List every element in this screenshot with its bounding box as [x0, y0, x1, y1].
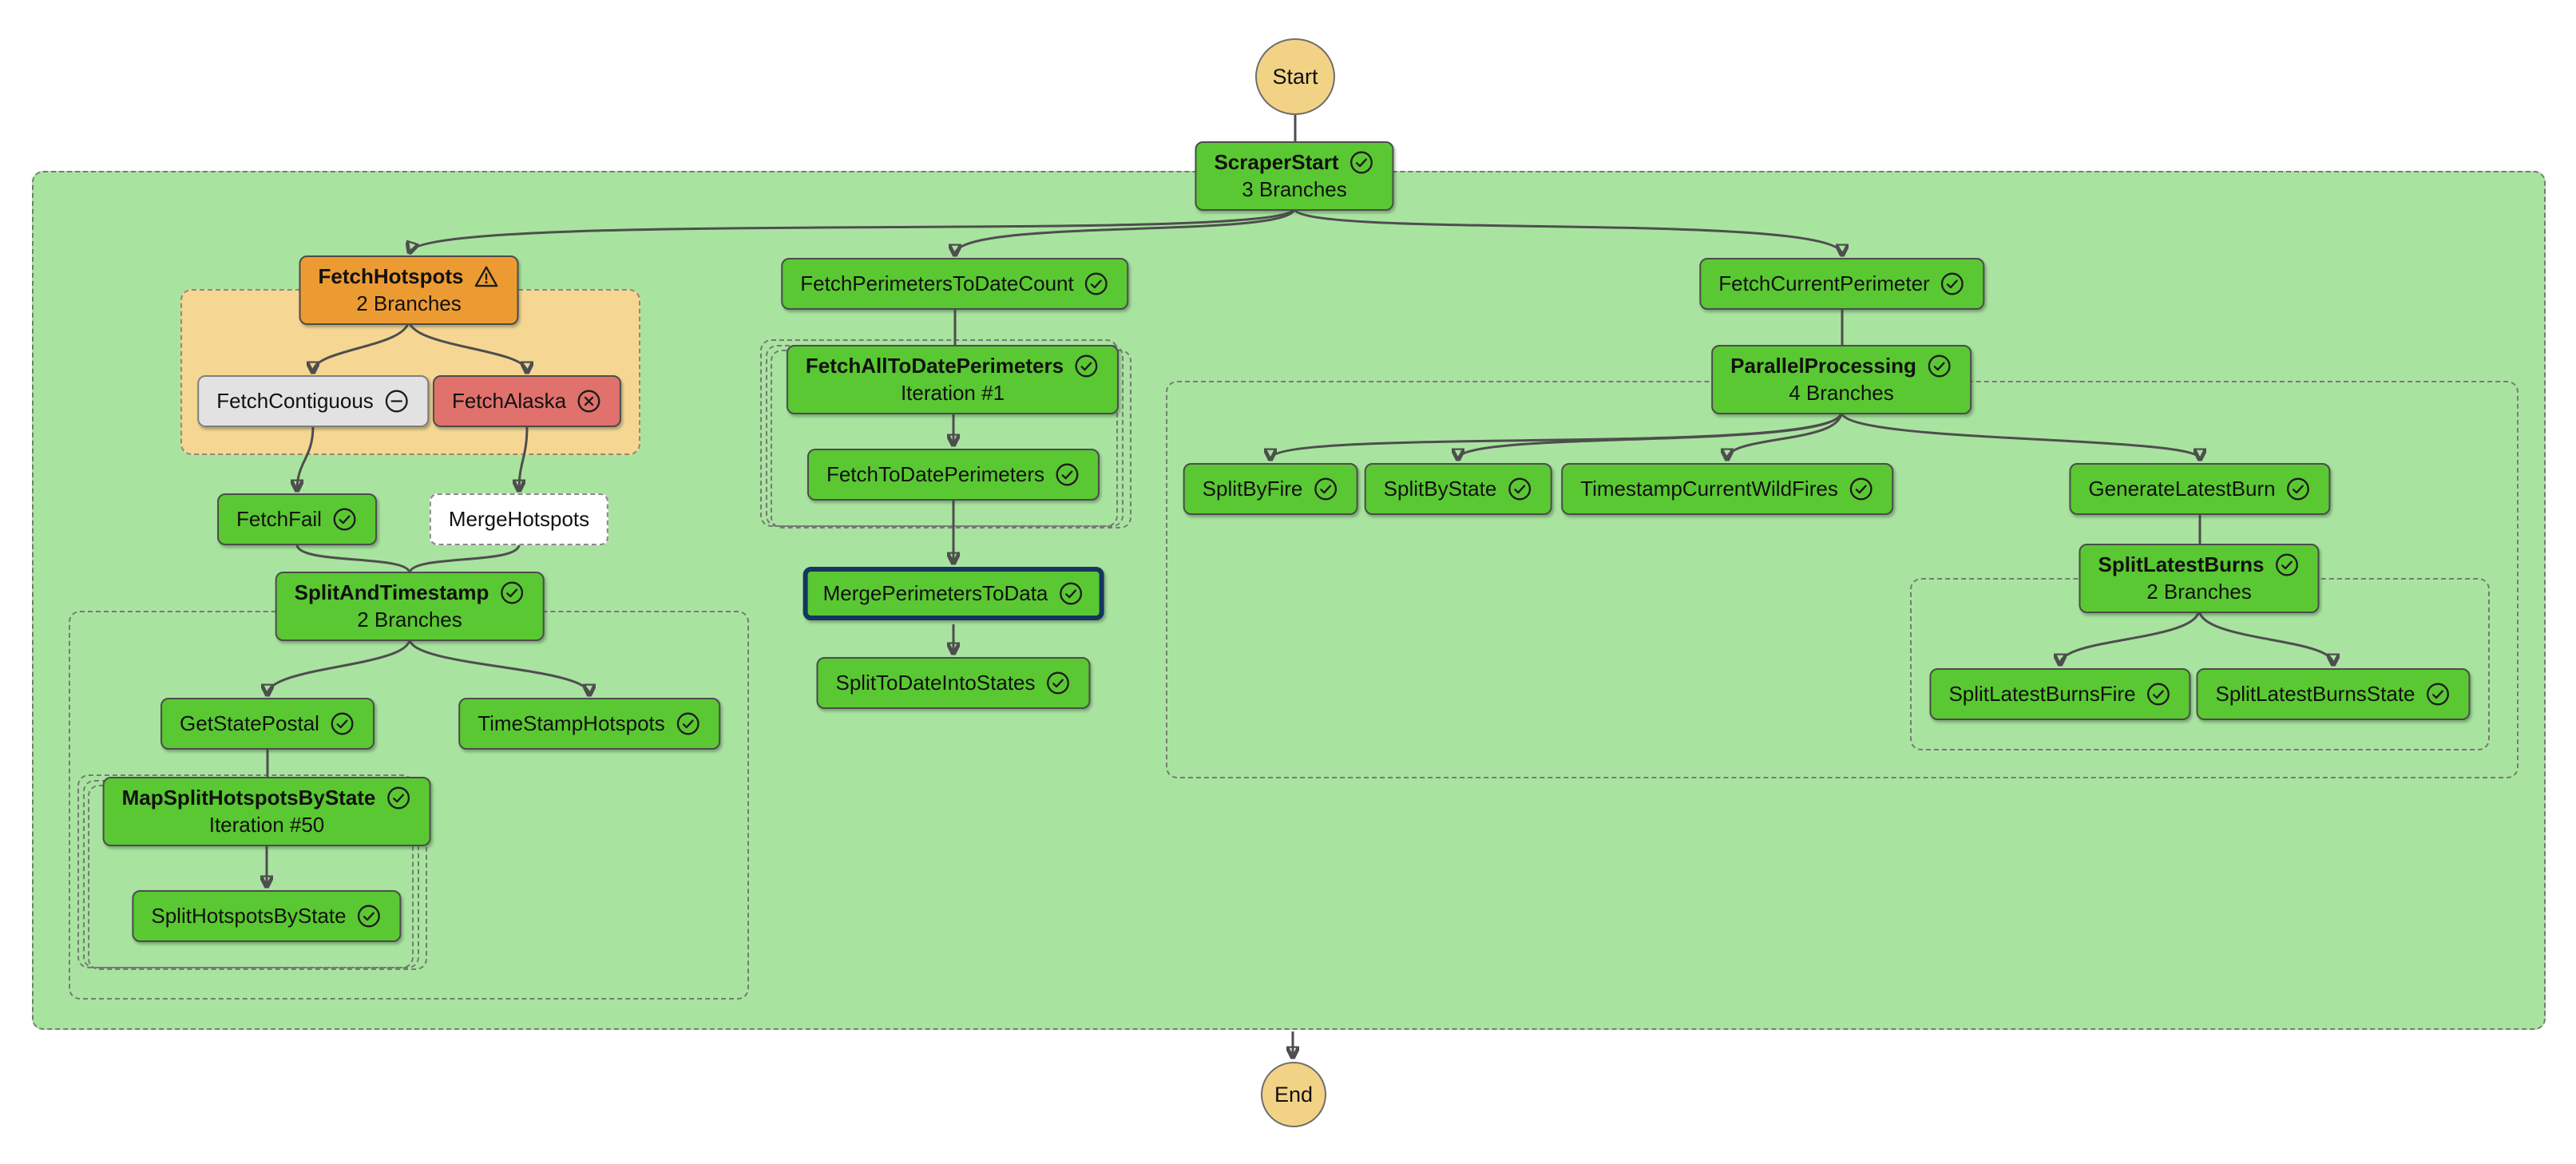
node-getstatepostal[interactable]: GetStatePostal: [161, 698, 375, 750]
node-label: SplitByState: [1383, 477, 1497, 501]
node-label: FetchFail: [236, 507, 322, 531]
node-label: FetchHotspots: [318, 264, 464, 288]
minus-circle-icon: [383, 388, 410, 414]
node-subtitle: 2 Branches: [2146, 580, 2252, 604]
node-generatelatestburn[interactable]: GenerateLatestBurn: [2069, 463, 2331, 515]
check-circle-icon: [2146, 681, 2172, 707]
check-circle-icon: [1349, 149, 1375, 176]
node-label: SplitLatestBurnsFire: [1948, 682, 2136, 706]
node-label: FetchPerimetersToDateCount: [800, 271, 1074, 295]
node-label: MergeHotspots: [448, 507, 590, 531]
node-subtitle: 3 Branches: [1242, 177, 1347, 201]
node-fetchalaska[interactable]: FetchAlaska: [432, 375, 622, 427]
check-circle-icon: [675, 711, 701, 737]
check-circle-icon: [1506, 476, 1532, 502]
node-label: FetchAlaska: [451, 389, 567, 413]
check-circle-icon: [1045, 670, 1072, 696]
check-circle-icon: [498, 580, 525, 606]
node-label: TimestampCurrentWildFires: [1580, 477, 1838, 501]
node-label: ParallelProcessing: [1730, 354, 1916, 378]
node-label: MergePerimetersToData: [822, 581, 1048, 605]
node-label: ScraperStart: [1214, 150, 1339, 174]
node-label: GenerateLatestBurn: [2088, 477, 2276, 501]
node-label: FetchAllToDatePerimeters: [805, 354, 1064, 378]
check-circle-icon: [2425, 681, 2451, 707]
node-label: MapSplitHotspotsByState: [121, 786, 376, 810]
node-mergehotspots[interactable]: MergeHotspots: [429, 493, 609, 545]
node-subtitle: 4 Branches: [1789, 381, 1894, 405]
node-splitlatestburnsstate[interactable]: SplitLatestBurnsState: [2196, 668, 2471, 720]
node-label: TimeStampHotspots: [478, 711, 665, 735]
check-circle-icon: [2274, 552, 2301, 578]
node-timestamphotspots[interactable]: TimeStampHotspots: [458, 698, 720, 750]
node-label: SplitLatestBurnsState: [2215, 682, 2415, 706]
node-splitbyfire[interactable]: SplitByFire: [1183, 463, 1358, 515]
node-label: FetchToDatePerimeters: [826, 462, 1045, 486]
node-fetchhotspots[interactable]: FetchHotspots 2 Branches: [299, 255, 519, 325]
node-subtitle: 2 Branches: [356, 291, 462, 315]
check-circle-icon: [2285, 476, 2312, 502]
node-label: SplitByFire: [1202, 477, 1303, 501]
node-subtitle: Iteration #1: [900, 381, 1005, 405]
check-circle-icon: [385, 785, 411, 811]
node-splitlatestburnsfire[interactable]: SplitLatestBurnsFire: [1929, 668, 2191, 720]
check-circle-icon: [1848, 476, 1874, 502]
node-fetchcontiguous[interactable]: FetchContiguous: [197, 375, 429, 427]
end-terminal: End: [1261, 1062, 1326, 1127]
warning-triangle-icon: [474, 263, 500, 290]
node-splitandtimestamp[interactable]: SplitAndTimestamp 2 Branches: [275, 572, 545, 641]
node-fetchalltodateperimeters[interactable]: FetchAllToDatePerimeters Iteration #1: [786, 345, 1120, 414]
x-circle-icon: [576, 388, 602, 414]
node-label: GetStatePostal: [180, 711, 319, 735]
check-circle-icon: [1926, 353, 1952, 379]
check-circle-icon: [356, 903, 382, 929]
node-fetchcurrentperimeter[interactable]: FetchCurrentPerimeter: [1699, 258, 1985, 310]
node-scraperstart[interactable]: ScraperStart 3 Branches: [1195, 141, 1394, 211]
node-label: SplitLatestBurns: [2098, 552, 2265, 576]
end-label: End: [1274, 1082, 1314, 1107]
node-label: SplitToDateIntoStates: [835, 671, 1036, 695]
start-terminal: Start: [1255, 38, 1335, 115]
node-timestampcurrentwildfires[interactable]: TimestampCurrentWildFires: [1561, 463, 1893, 515]
node-splithotspotsbystate[interactable]: SplitHotspotsByState: [132, 890, 402, 942]
node-label: SplitAndTimestamp: [294, 580, 489, 604]
node-fetchfail[interactable]: FetchFail: [217, 493, 377, 545]
check-circle-icon: [1054, 461, 1080, 488]
node-label: FetchContiguous: [216, 389, 374, 413]
node-mergeperimeterstodata[interactable]: MergePerimetersToData: [803, 567, 1104, 620]
node-label: SplitHotspotsByState: [151, 904, 347, 928]
node-fetchperimeterstodatecount[interactable]: FetchPerimetersToDateCount: [781, 258, 1129, 310]
node-subtitle: 2 Branches: [357, 608, 462, 631]
check-circle-icon: [1073, 353, 1100, 379]
node-mapsplithotspotsbystate[interactable]: MapSplitHotspotsByState Iteration #50: [102, 777, 431, 846]
check-circle-icon: [329, 711, 355, 737]
check-circle-icon: [1312, 476, 1338, 502]
node-parallelprocessing[interactable]: ParallelProcessing 4 Branches: [1711, 345, 1972, 414]
node-splitlatestburns[interactable]: SplitLatestBurns 2 Branches: [2079, 544, 2320, 613]
check-circle-icon: [1084, 271, 1110, 297]
node-splitbystate[interactable]: SplitByState: [1364, 463, 1552, 515]
start-label: Start: [1272, 64, 1318, 89]
node-splittodateintostates[interactable]: SplitToDateIntoStates: [816, 657, 1091, 709]
check-circle-icon: [1940, 271, 1966, 297]
node-label: FetchCurrentPerimeter: [1718, 271, 1930, 295]
check-circle-icon: [1057, 580, 1084, 607]
check-circle-icon: [331, 506, 358, 533]
node-subtitle: Iteration #50: [208, 813, 325, 837]
node-fetchtodateperimeters[interactable]: FetchToDatePerimeters: [806, 449, 1100, 501]
